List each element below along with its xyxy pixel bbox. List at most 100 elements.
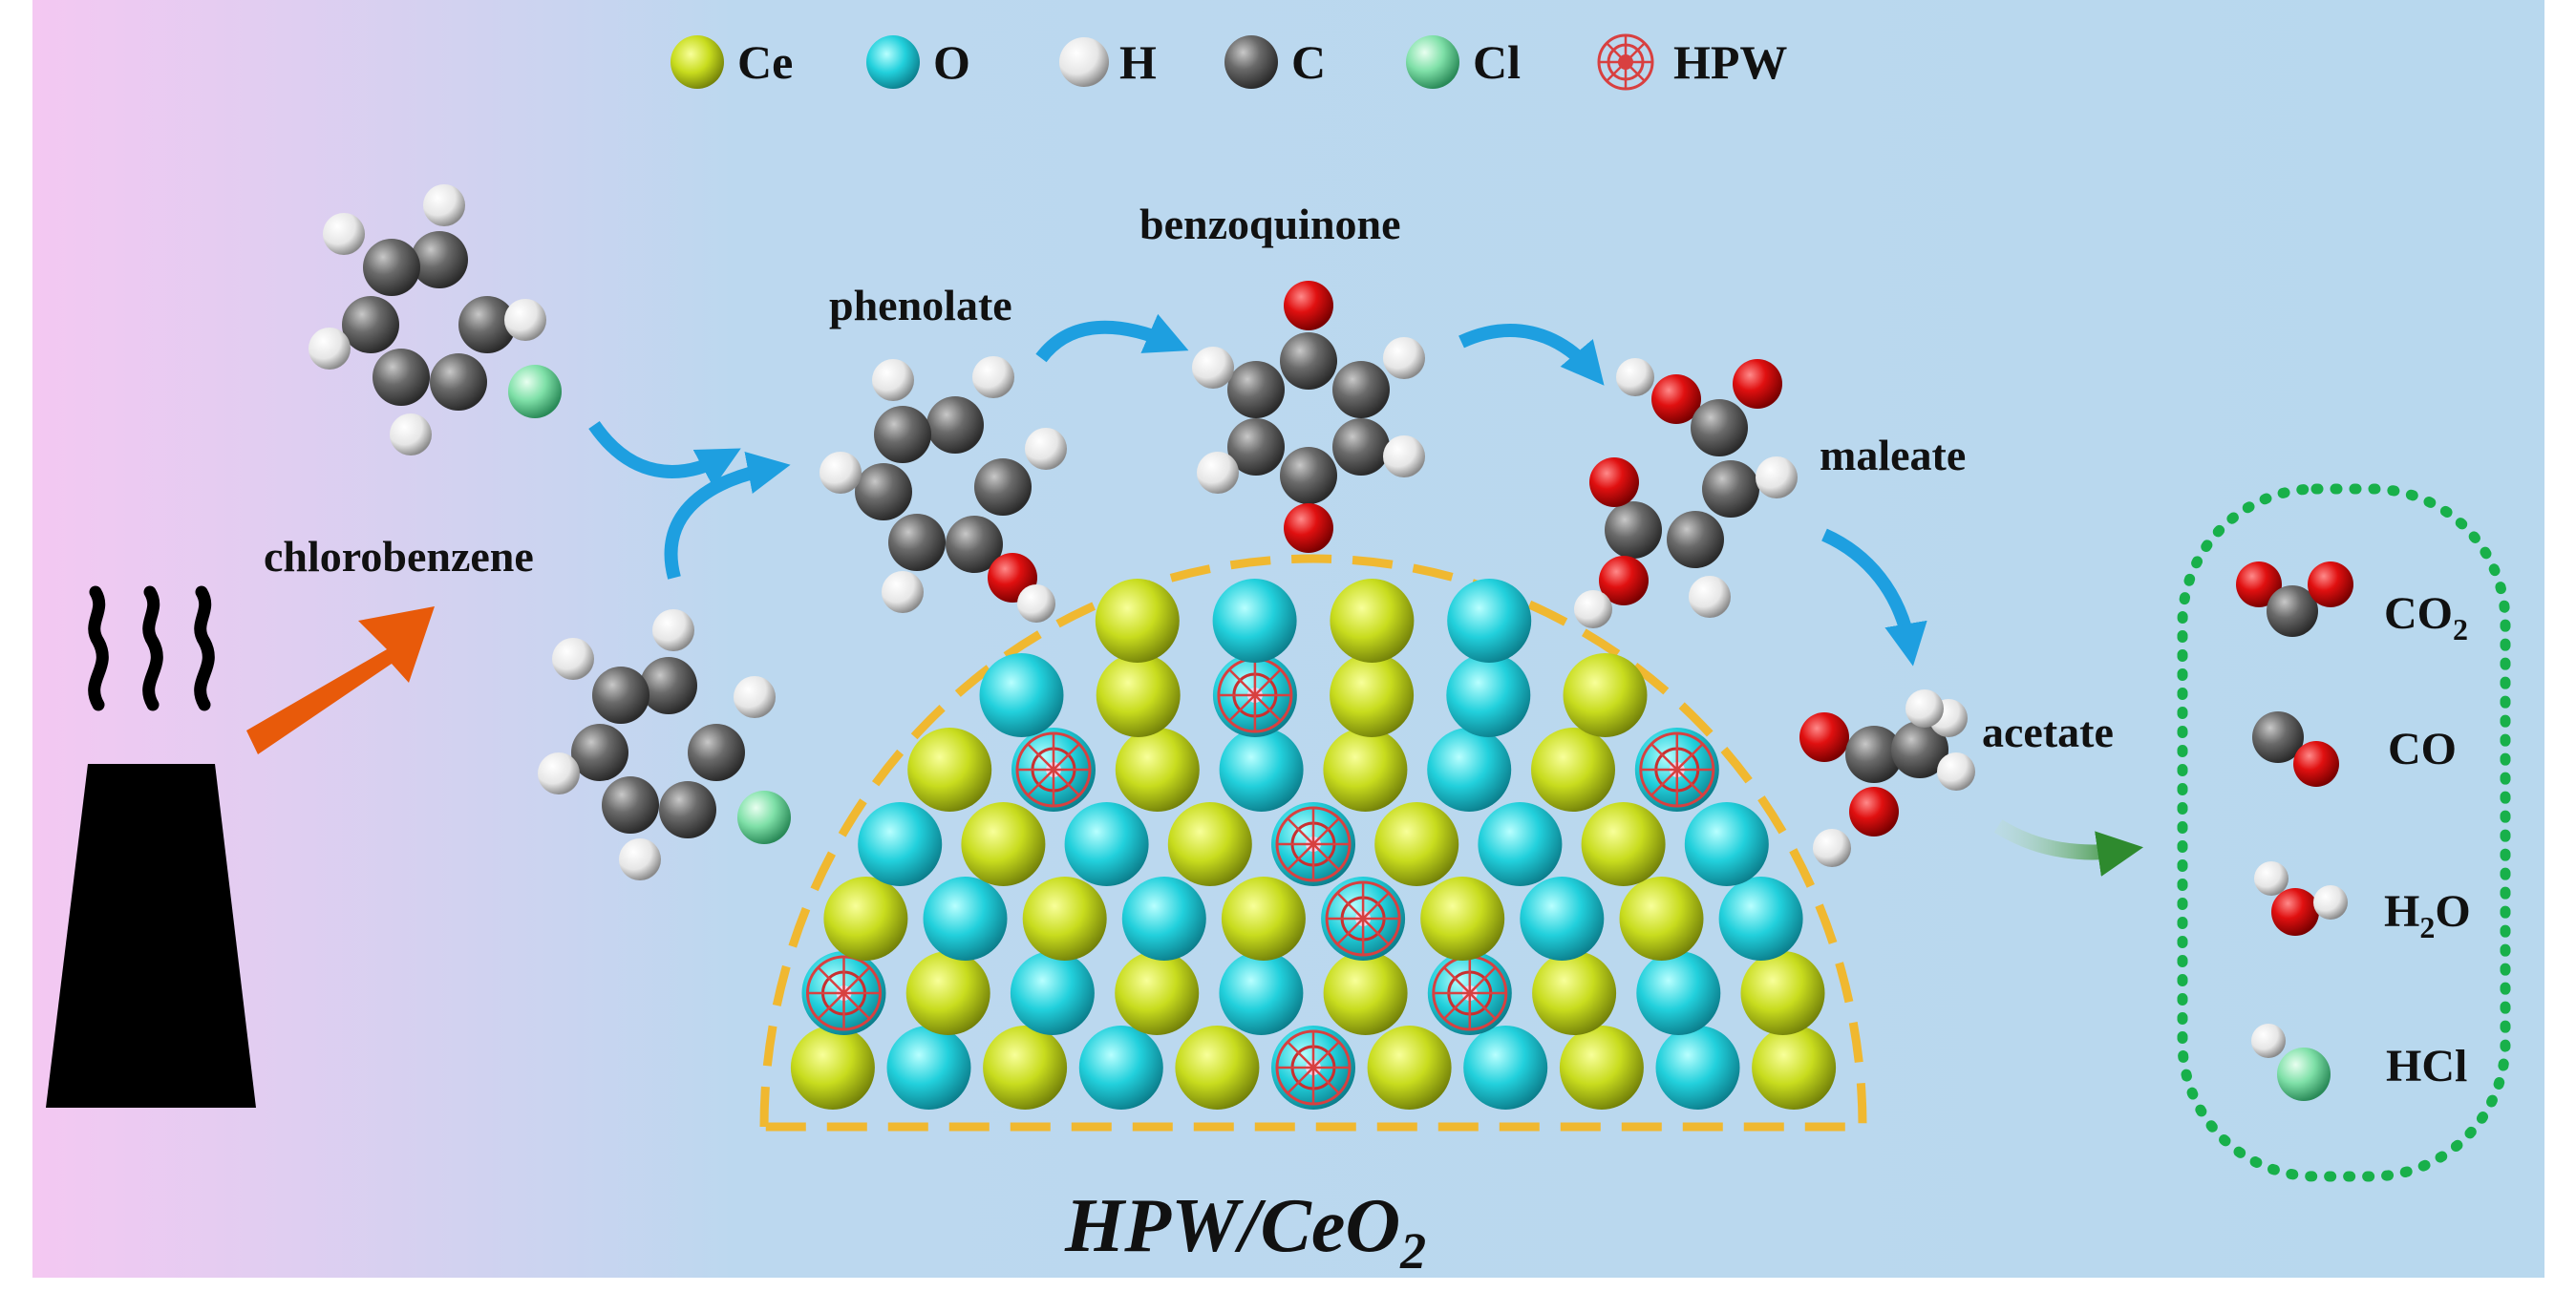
label-phenolate: phenolate xyxy=(829,281,1012,329)
o-sphere xyxy=(1121,877,1206,961)
o-sphere xyxy=(1010,951,1095,1035)
ce-sphere xyxy=(1022,877,1107,961)
ce-sphere xyxy=(1221,877,1306,961)
hpw-cluster xyxy=(806,955,882,1031)
ce-sphere xyxy=(961,802,1046,886)
ce-sphere xyxy=(1330,653,1415,737)
o-sphere xyxy=(1064,802,1149,886)
o-sphere xyxy=(1447,579,1532,663)
o-sphere xyxy=(1478,802,1563,886)
arrow-maleate-to-acetate xyxy=(1821,528,1927,667)
o-sphere xyxy=(1078,1026,1163,1110)
ce-sphere xyxy=(1563,653,1648,737)
o-sphere xyxy=(979,653,1064,737)
legend: Ce O H C Cl HPW xyxy=(671,33,1787,91)
hpw-cluster xyxy=(1275,806,1352,882)
ce-sphere xyxy=(1096,653,1181,737)
ce-sphere xyxy=(1115,728,1200,812)
hpw-cluster xyxy=(1015,731,1092,808)
o-sphere xyxy=(1212,579,1297,663)
benzoquinone-molecule xyxy=(1192,281,1425,553)
chimney-icon xyxy=(46,585,256,1108)
arrow-phenolate-to-benzoquinone xyxy=(1035,313,1189,363)
arrow-chlorobenzene-to-phenolate-1 xyxy=(588,420,741,488)
o-sphere xyxy=(1520,877,1605,961)
o-sphere xyxy=(858,802,943,886)
o-sphere xyxy=(1684,802,1769,886)
product-co2-label: CO2 xyxy=(2384,588,2468,646)
o-sphere xyxy=(886,1026,971,1110)
catalyst-boundary xyxy=(759,554,1867,1132)
chlorobenzene-molecule-bottom xyxy=(538,609,791,880)
hpw-cluster xyxy=(1432,955,1508,1031)
maleate-molecule xyxy=(1574,358,1798,628)
ce-sphere xyxy=(1420,877,1505,961)
acetate-molecule xyxy=(1799,689,1975,867)
ce-sphere xyxy=(983,1026,1068,1110)
legend-cl-sphere xyxy=(1406,35,1459,89)
arrow-benzoquinone-to-maleate xyxy=(1458,324,1605,386)
legend-o-label: O xyxy=(933,35,970,89)
label-chlorobenzene: chlorobenzene xyxy=(264,532,534,581)
chlorobenzene-molecule-top xyxy=(309,184,562,455)
ce-sphere xyxy=(1752,1026,1837,1110)
o-sphere xyxy=(1636,951,1721,1035)
legend-ce-sphere xyxy=(671,35,724,89)
product-hcl-label: HCl xyxy=(2386,1041,2467,1091)
ce-sphere xyxy=(1531,728,1615,812)
legend-h-sphere xyxy=(1059,37,1109,87)
ce-sphere xyxy=(1559,1026,1644,1110)
legend-cl-label: Cl xyxy=(1473,35,1521,89)
ce-sphere xyxy=(1581,802,1666,886)
hcl-molecule xyxy=(2251,1024,2331,1101)
ce-sphere xyxy=(1323,951,1408,1035)
product-h2o-label: H2O xyxy=(2384,886,2471,944)
h2o-molecule xyxy=(2254,861,2348,936)
legend-ce-label: Ce xyxy=(737,35,793,89)
ce-sphere xyxy=(907,728,992,812)
ce-sphere xyxy=(1175,1026,1260,1110)
hpw-cluster xyxy=(1325,880,1401,957)
ce-sphere xyxy=(1367,1026,1452,1110)
legend-c-label: C xyxy=(1291,35,1326,89)
arrow-acetate-to-products xyxy=(1993,819,2144,877)
ce-sphere xyxy=(1330,579,1415,663)
ce-sphere xyxy=(823,877,908,961)
ce-sphere xyxy=(1323,728,1408,812)
hpw-cluster xyxy=(1275,1029,1352,1106)
ce-sphere xyxy=(1619,877,1704,961)
feed-arrow xyxy=(246,606,435,754)
catalyst-hemisphere xyxy=(759,554,1867,1132)
products-frame xyxy=(2177,483,2511,1182)
catalyst-title: HPW/CeO2 xyxy=(1064,1184,1426,1280)
co-molecule xyxy=(2252,711,2339,787)
legend-o-sphere xyxy=(866,35,920,89)
ce-sphere xyxy=(1095,579,1180,663)
ce-sphere xyxy=(905,951,990,1035)
label-benzoquinone: benzoquinone xyxy=(1139,200,1401,248)
product-co-label: CO xyxy=(2388,724,2457,774)
arrow-chlorobenzene-to-phenolate-2 xyxy=(664,451,791,580)
legend-hpw-label: HPW xyxy=(1673,35,1787,89)
o-sphere xyxy=(1427,728,1512,812)
ce-sphere xyxy=(1740,951,1825,1035)
o-sphere xyxy=(1219,951,1304,1035)
o-sphere xyxy=(1718,877,1803,961)
label-maleate: maleate xyxy=(1820,431,1966,479)
o-sphere xyxy=(1655,1026,1740,1110)
o-sphere xyxy=(1446,653,1531,737)
ce-sphere xyxy=(1167,802,1252,886)
co2-molecule xyxy=(2236,561,2353,637)
ce-sphere xyxy=(1115,951,1200,1035)
o-sphere xyxy=(1219,728,1304,812)
legend-h-label: H xyxy=(1119,35,1157,89)
hpw-cluster xyxy=(1217,657,1293,733)
catalyst-spheres xyxy=(790,579,1837,1110)
legend-hpw-icon xyxy=(1597,33,1654,91)
hpw-cluster xyxy=(1639,731,1715,808)
o-sphere xyxy=(923,877,1008,961)
label-acetate: acetate xyxy=(1982,708,2114,756)
ce-sphere xyxy=(1374,802,1459,886)
phenolate-molecule xyxy=(820,356,1067,623)
